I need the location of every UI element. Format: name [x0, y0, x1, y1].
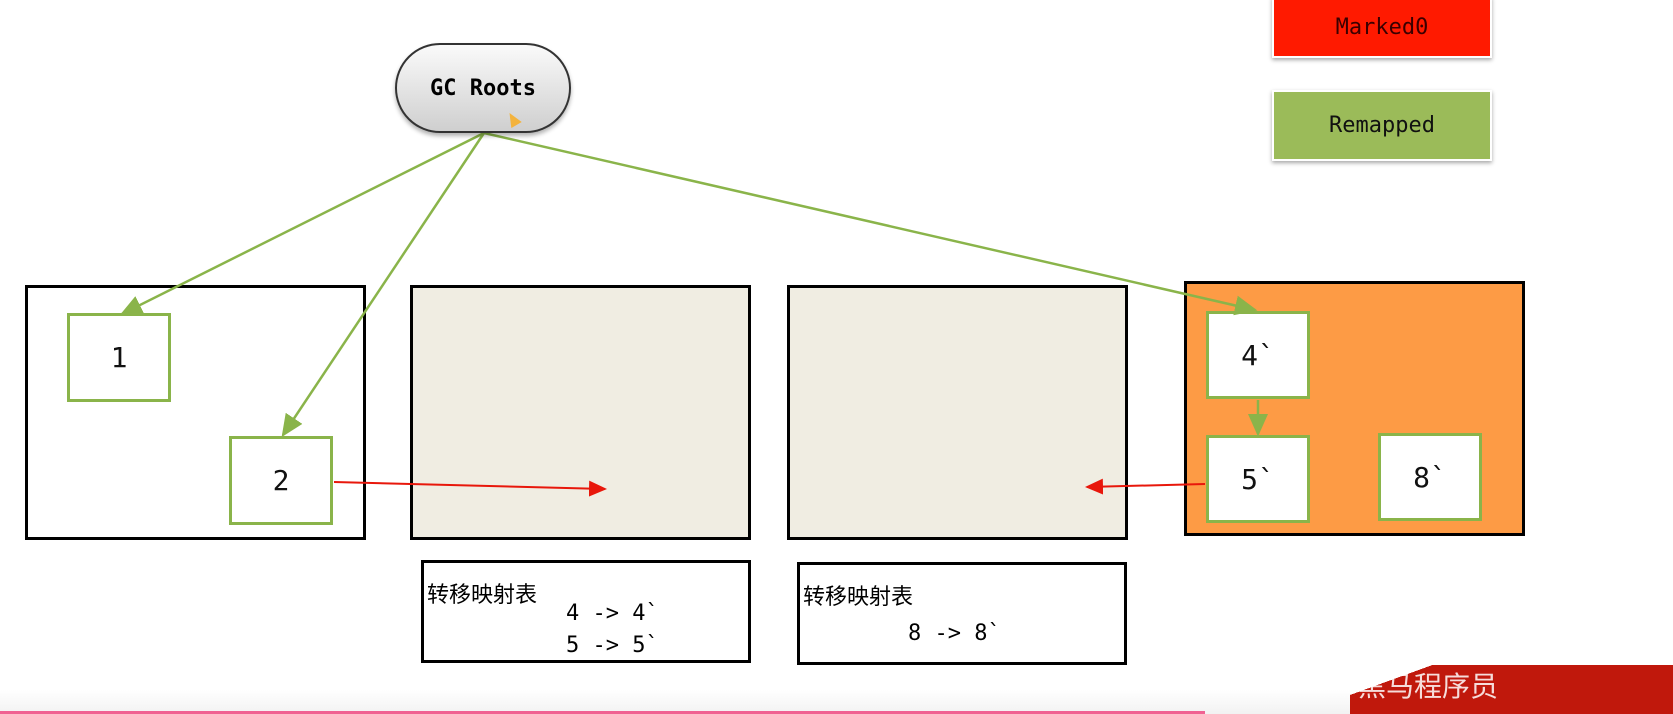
arrow-2-to-region-2	[333, 480, 607, 497]
forwarding-row: 8 -> 8`	[908, 621, 1001, 646]
forwarding-table-2: 转移映射表 8 -> 8`	[797, 562, 1127, 665]
object-5-prime: 5`	[1206, 435, 1310, 523]
object-4-prime: 4`	[1206, 311, 1310, 399]
arrow-root-to-1	[119, 131, 485, 316]
region-3	[787, 285, 1128, 540]
legend-remapped: Remapped	[1272, 90, 1492, 161]
forwarding-row: 4 -> 4`	[566, 601, 659, 626]
arrow-5-prime-to-region-3	[1085, 478, 1206, 495]
object-2: 2	[229, 436, 333, 525]
gc-roots-node: GC Roots	[395, 43, 571, 133]
forwarding-row: 5 -> 5`	[566, 633, 659, 658]
forwarding-table-1: 转移映射表 4 -> 4` 5 -> 5`	[421, 560, 751, 663]
forwarding-table-title: 转移映射表	[427, 583, 538, 608]
region-2	[410, 285, 751, 540]
object-8-prime: 8`	[1378, 433, 1482, 521]
progress-bar	[0, 711, 1205, 714]
arrow-root-to-2	[281, 132, 486, 438]
forwarding-table-title: 转移映射表	[803, 585, 914, 610]
legend-marked0: Marked0	[1272, 0, 1492, 58]
arrow-root-to-4-prime	[483, 131, 1258, 316]
watermark-logo: 黑马程序员	[1350, 665, 1673, 714]
object-1: 1	[67, 313, 171, 402]
